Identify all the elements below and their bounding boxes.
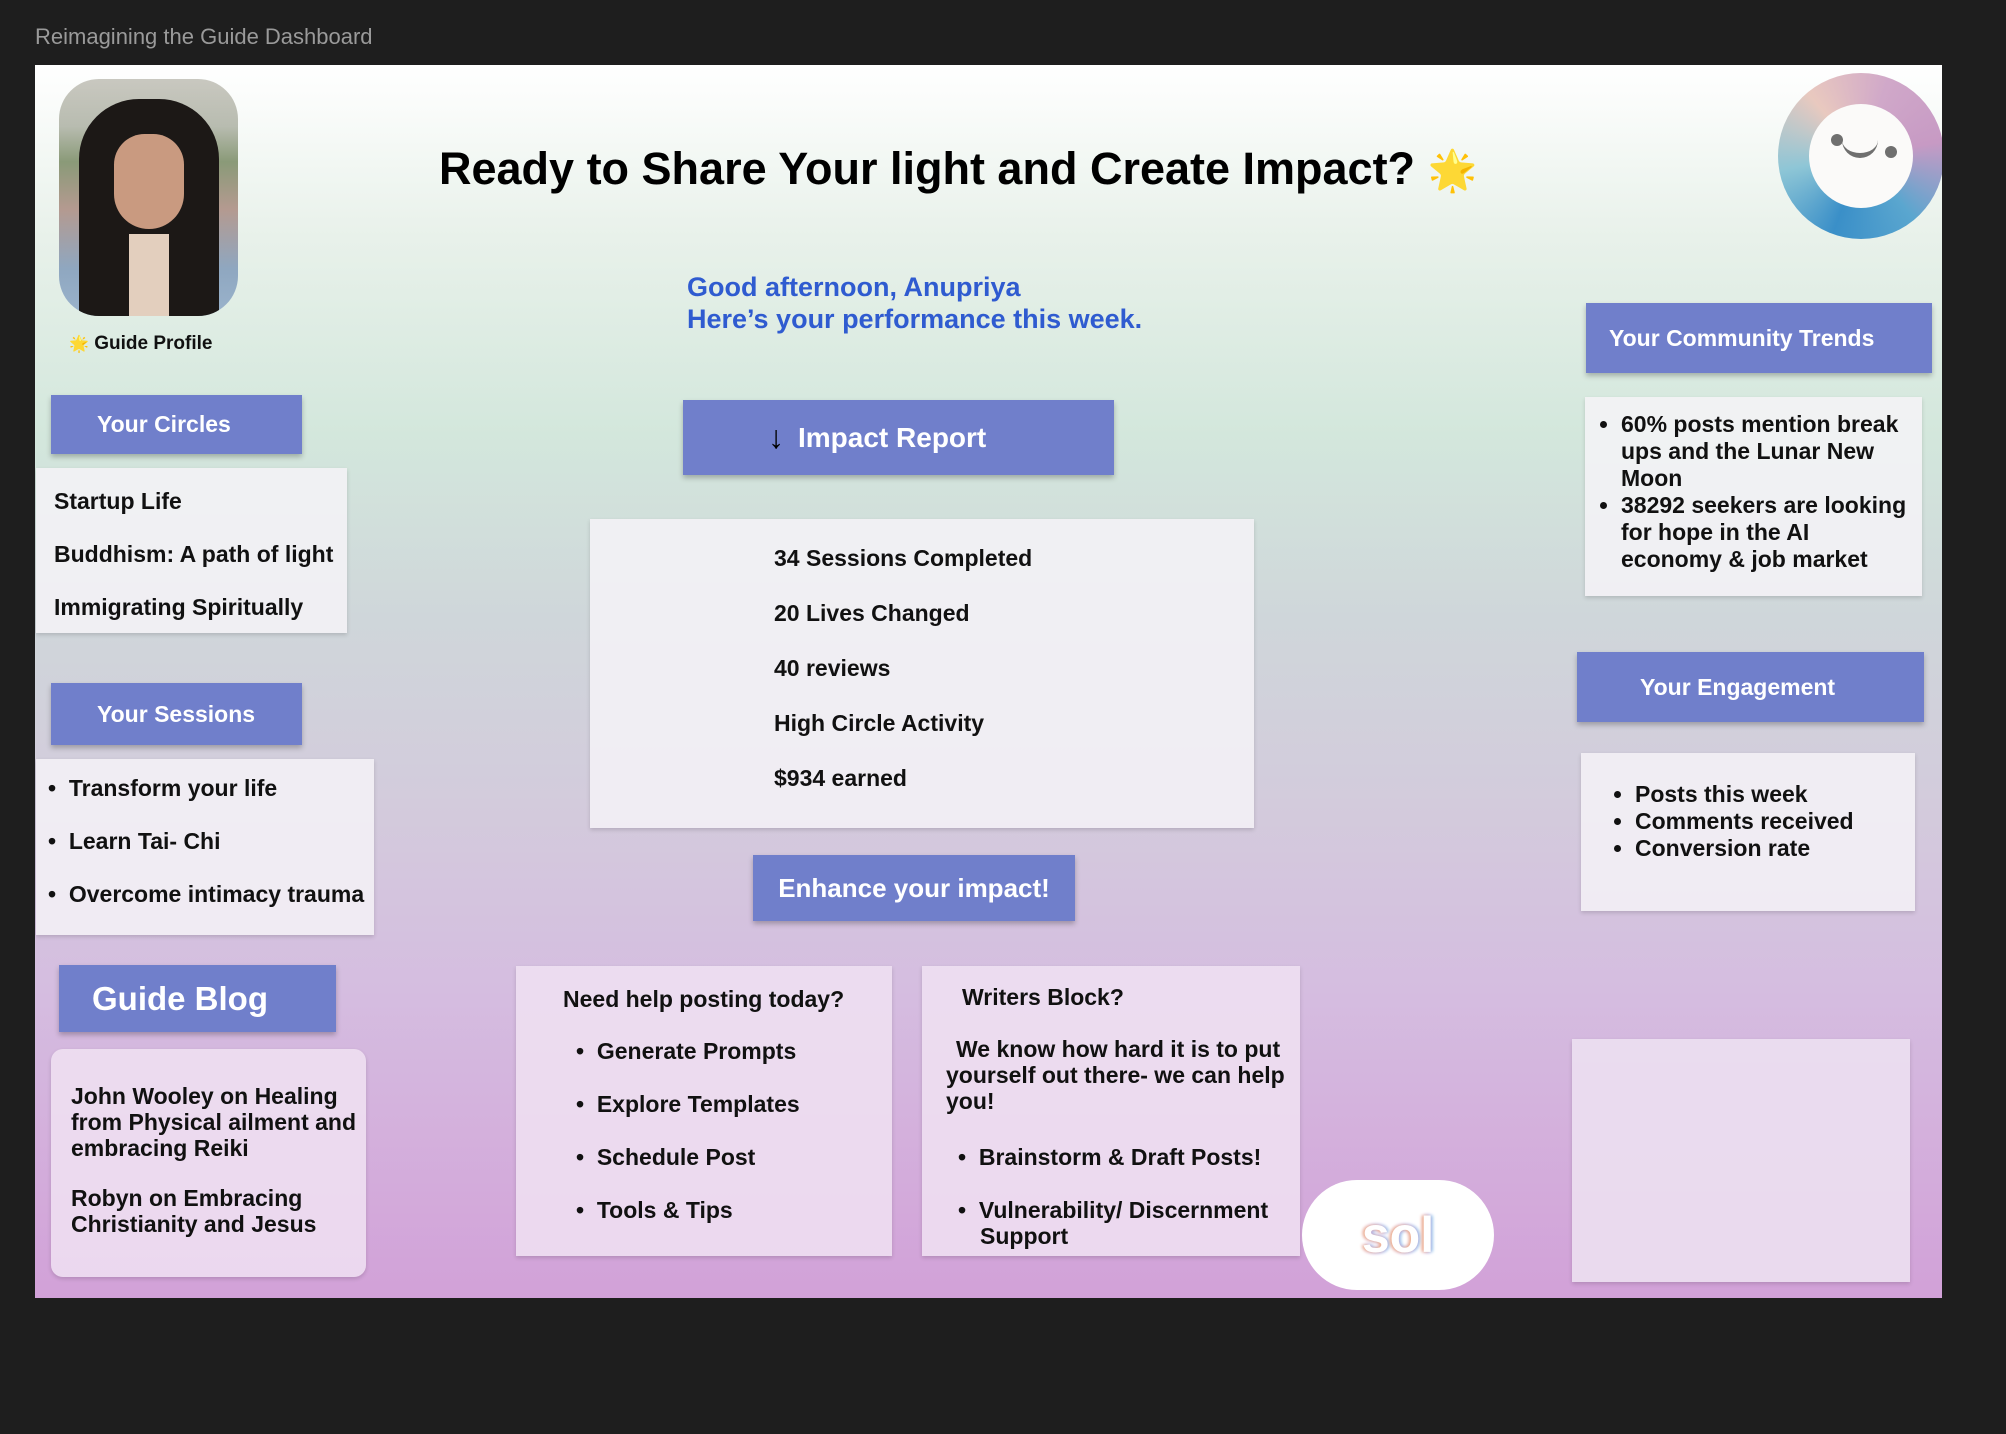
stat-activity: High Circle Activity bbox=[774, 710, 985, 736]
circle-item[interactable]: Immigrating Spiritually bbox=[54, 594, 304, 620]
performance-line: Here’s your performance this week. bbox=[687, 304, 1143, 334]
enhance-impact-button[interactable]: Enhance your impact! bbox=[753, 855, 1075, 921]
sessions-card: • Transform your life • Learn Tai- Chi •… bbox=[36, 759, 374, 935]
engagement-card: Posts this week Comments received Conver… bbox=[1581, 753, 1915, 911]
vulnerability-support-link[interactable]: • Vulnerability/ Discernment Support bbox=[958, 1197, 1269, 1249]
sol-chat-button[interactable]: sol bbox=[1302, 1180, 1494, 1290]
your-circles-label: Your Circles bbox=[97, 411, 231, 437]
impact-report-label: Impact Report bbox=[798, 421, 987, 453]
circle-item[interactable]: Startup Life bbox=[54, 488, 182, 514]
empty-card bbox=[1572, 1039, 1910, 1282]
greeting: Good afternoon, Anupriya Here’s your per… bbox=[687, 271, 1142, 335]
stat-reviews: 40 reviews bbox=[774, 655, 891, 681]
explore-templates-link[interactable]: • Explore Templates bbox=[576, 1091, 800, 1117]
engagement-item: Posts this week bbox=[1635, 781, 1915, 808]
posting-item-label: Generate Prompts bbox=[596, 1038, 797, 1064]
circles-card: Startup Life Buddhism: A path of light I… bbox=[36, 468, 347, 633]
posting-item-label: Schedule Post bbox=[596, 1144, 756, 1170]
session-item[interactable]: • Learn Tai- Chi bbox=[48, 828, 221, 854]
community-trends-label: Your Community Trends bbox=[1609, 324, 1875, 351]
blog-post-link[interactable]: Robyn on Embracing Christianity and Jesu… bbox=[71, 1185, 317, 1237]
posting-item-label: Explore Templates bbox=[596, 1091, 800, 1117]
your-sessions-label: Your Sessions bbox=[97, 700, 256, 727]
your-engagement-button[interactable]: Your Engagement bbox=[1577, 652, 1924, 722]
stat-lives: 20 Lives Changed bbox=[774, 600, 970, 626]
trend-item: 60% posts mention break ups and the Luna… bbox=[1621, 411, 1912, 492]
writers-item-label: Vulnerability/ Discernment Support bbox=[978, 1197, 1269, 1249]
posting-help-title: Need help posting today? bbox=[563, 986, 845, 1012]
posting-item-label: Tools & Tips bbox=[596, 1197, 733, 1223]
smiley-face-icon bbox=[1809, 104, 1913, 208]
engagement-item: Comments received bbox=[1635, 808, 1915, 835]
community-trends-card: 60% posts mention break ups and the Luna… bbox=[1585, 397, 1922, 596]
engagement-item: Conversion rate bbox=[1635, 835, 1915, 862]
guide-profile-link[interactable]: 🌟 Guide Profile bbox=[69, 333, 212, 355]
posting-help-card: Need help posting today? • Generate Prom… bbox=[516, 966, 892, 1256]
session-item-label: Learn Tai- Chi bbox=[68, 828, 221, 854]
enhance-impact-label: Enhance your impact! bbox=[778, 872, 1050, 903]
your-circles-button[interactable]: Your Circles bbox=[51, 395, 302, 454]
download-arrow-icon: ↓ bbox=[768, 419, 784, 455]
stat-sessions: 34 Sessions Completed bbox=[774, 545, 1033, 571]
tools-tips-link[interactable]: • Tools & Tips bbox=[576, 1197, 733, 1223]
sparkle-star-icon: 🌟 bbox=[1427, 149, 1478, 193]
your-sessions-button[interactable]: Your Sessions bbox=[51, 683, 302, 745]
writers-block-title: Writers Block? bbox=[962, 984, 1124, 1010]
writers-block-body: We know how hard it is to put yourself o… bbox=[946, 1036, 1285, 1114]
community-trends-button[interactable]: Your Community Trends bbox=[1586, 303, 1932, 373]
star-icon: 🌟 bbox=[69, 336, 89, 353]
page-title-text: Ready to Share Your light and Create Imp… bbox=[439, 143, 1416, 194]
stat-earnings: $934 earned bbox=[774, 765, 907, 791]
schedule-post-link[interactable]: • Schedule Post bbox=[576, 1144, 756, 1170]
circle-item[interactable]: Buddhism: A path of light bbox=[54, 541, 334, 567]
your-engagement-label: Your Engagement bbox=[1640, 673, 1836, 700]
writers-block-card: Writers Block? We know how hard it is to… bbox=[922, 966, 1300, 1256]
writers-item-label: Brainstorm & Draft Posts! bbox=[978, 1144, 1262, 1170]
session-item[interactable]: • Overcome intimacy trauma bbox=[48, 881, 365, 907]
dashboard-canvas: 🌟 Guide Profile Ready to Share Your ligh… bbox=[35, 65, 1942, 1298]
sol-logo: sol bbox=[1361, 1207, 1435, 1263]
page-title: Ready to Share Your light and Create Imp… bbox=[439, 143, 1477, 195]
guide-profile-label: Guide Profile bbox=[94, 333, 213, 354]
blog-post-link[interactable]: John Wooley on Healing from Physical ail… bbox=[71, 1083, 357, 1161]
brainstorm-link[interactable]: • Brainstorm & Draft Posts! bbox=[958, 1144, 1262, 1170]
guide-avatar-photo[interactable] bbox=[59, 79, 238, 316]
frame-title: Reimagining the Guide Dashboard bbox=[35, 24, 373, 49]
guide-blog-button[interactable]: Guide Blog bbox=[59, 965, 336, 1032]
guide-blog-label: Guide Blog bbox=[92, 979, 268, 1017]
generate-prompts-link[interactable]: • Generate Prompts bbox=[576, 1038, 797, 1064]
trend-item: 38292 seekers are looking for hope in th… bbox=[1621, 492, 1912, 573]
greeting-line: Good afternoon, Anupriya bbox=[687, 272, 1021, 302]
session-item-label: Overcome intimacy trauma bbox=[68, 881, 365, 907]
sol-assistant-avatar[interactable] bbox=[1778, 73, 1942, 239]
impact-report-button[interactable]: ↓ Impact Report bbox=[683, 400, 1114, 475]
session-item-label: Transform your life bbox=[68, 775, 278, 801]
impact-stats-card: 34 Sessions Completed 20 Lives Changed 4… bbox=[590, 519, 1254, 828]
session-item[interactable]: • Transform your life bbox=[48, 775, 278, 801]
blog-card: John Wooley on Healing from Physical ail… bbox=[51, 1049, 366, 1277]
